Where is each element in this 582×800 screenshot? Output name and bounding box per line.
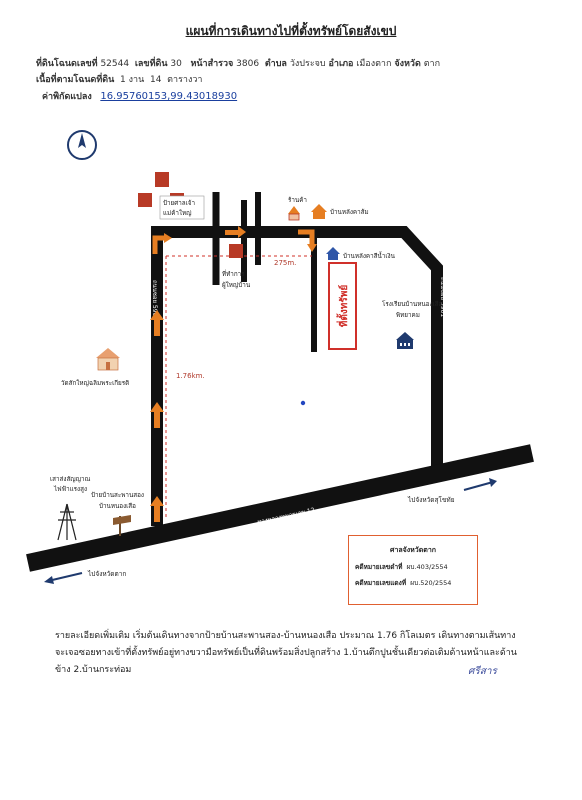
distance-275-label: 275m. bbox=[274, 259, 296, 267]
shrine-label-2: แม่ค้าใหญ่ bbox=[163, 209, 192, 217]
distance-176-label: 1.76km. bbox=[176, 372, 205, 380]
bus-sign-icon bbox=[113, 515, 131, 536]
road-network bbox=[26, 192, 534, 572]
area-info-line: เนื้อที่ตามโฉนดที่ดิน 1 งาน 14 ตารางวา bbox=[36, 75, 203, 85]
highway-12 bbox=[26, 444, 534, 572]
arrow-up-icon bbox=[150, 310, 164, 336]
arrow-turn-down-icon bbox=[298, 229, 317, 252]
shop-label: ร้านค้า bbox=[288, 196, 307, 204]
temple-icon bbox=[96, 348, 120, 371]
arrow-turn-right-icon bbox=[152, 233, 172, 254]
shrine-label-1: ป้ายศาลเจ้า bbox=[163, 199, 195, 207]
court-red-case: คดีหมายเลขแดงที่ ผบ.520/2554 bbox=[355, 579, 452, 587]
court-title: ศาลจังหวัดตาก bbox=[390, 546, 436, 554]
temple-label: วัดสักใหญ่ฉลิมพระเกียรติ bbox=[61, 379, 129, 387]
compass-icon bbox=[67, 130, 97, 160]
school-label-2: พิทยาคม bbox=[396, 311, 420, 319]
school-icon bbox=[396, 332, 414, 349]
deed-info-line: ที่ดินโฉนดเลขที่ 52544 เลขที่ดิน 30 หน้า… bbox=[36, 59, 441, 69]
headman-office-label-1: ที่ทำการ bbox=[222, 269, 245, 278]
house-orange-label: บ้านหลังคาส้ม bbox=[330, 208, 369, 216]
coords-line: ค่าพิกัดแปลง 16.95760153,99.43018930 bbox=[42, 91, 238, 102]
school-label-1: โรงเรียนบ้านหนองเสือ bbox=[382, 300, 443, 308]
bus-sign-label-2: บ้านหนองเสือ bbox=[99, 502, 136, 510]
power-pole-label-2: ไฟฟ้าแรงสูง bbox=[53, 485, 87, 493]
left-road-label: ถนนซอย 5901 bbox=[151, 280, 158, 320]
right-road-label: ถนนซอย 5901 bbox=[439, 277, 446, 317]
to-sukhothai-arrow-icon bbox=[463, 478, 497, 491]
house-orange-icon bbox=[311, 204, 327, 219]
arrow-up-icon bbox=[150, 496, 164, 522]
headman-office-marker-icon bbox=[229, 244, 243, 258]
arrow-right-icon bbox=[225, 226, 246, 238]
arrow-up-icon bbox=[150, 402, 164, 428]
power-pole-label-1: เสาส่งสัญญาณ bbox=[50, 476, 91, 483]
shrine-marker-icon bbox=[138, 172, 205, 220]
description: รายละเอียดเพิ่มเติม เริ่มต้นเดินทางจากป้… bbox=[55, 631, 517, 675]
to-tak-label: ไปจังหวัดตาก bbox=[87, 570, 126, 578]
property-box bbox=[328, 262, 357, 350]
property-label: ที่ตั้งทรัพย์ bbox=[336, 285, 350, 328]
shop-icon bbox=[288, 206, 300, 221]
to-tak-arrow-icon bbox=[44, 572, 83, 584]
route-arrows bbox=[150, 226, 317, 522]
coords-link[interactable]: 16.95760153,99.43018930 bbox=[100, 91, 238, 102]
bus-sign-label-1: ป้ายบ้านสะพานสอง bbox=[91, 491, 144, 499]
page-title: แผนที่การเดินทางไปที่ตั้งทรัพย์โดยสังเขป bbox=[185, 24, 397, 38]
court-info-box: ศาลจังหวัดตาก คดีหมายเลขดำที่ ผบ.403/255… bbox=[348, 535, 478, 605]
location-dot-icon bbox=[300, 400, 306, 406]
headman-office-label-2: ผู้ใหญ่บ้าน bbox=[222, 281, 251, 289]
distance-dashes bbox=[165, 255, 312, 520]
house-blue-icon bbox=[326, 247, 340, 260]
to-sukhothai-label: ไปจังหวัดสุโขทัย bbox=[407, 496, 455, 504]
court-black-case: คดีหมายเลขดำที่ ผบ.403/2554 bbox=[355, 563, 448, 571]
signature: ศรีสาร bbox=[468, 666, 497, 677]
house-blue-label: บ้านหลังคาสีน้ำเงิน bbox=[343, 251, 396, 260]
power-pole-icon bbox=[57, 503, 77, 541]
